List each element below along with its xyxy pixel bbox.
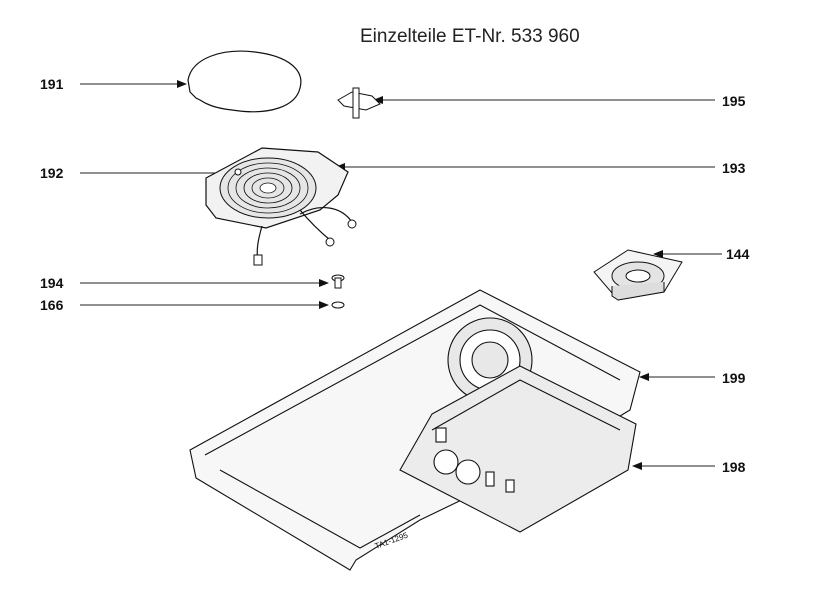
clip-195	[337, 87, 381, 119]
callout-166: 166	[40, 297, 64, 313]
washer-166	[331, 301, 345, 309]
fan-144	[593, 249, 683, 301]
seal-ring-191	[187, 50, 302, 113]
callout-144: 144	[726, 246, 750, 262]
callout-195: 195	[722, 93, 746, 109]
diagram-title: Einzelteile ET-Nr. 533 960	[360, 26, 580, 47]
screw-194	[331, 274, 345, 289]
pcb-198	[399, 365, 637, 533]
callout-192: 192	[40, 165, 64, 181]
callout-193: 193	[722, 160, 746, 176]
callout-191: 191	[40, 76, 64, 92]
induction-coil-193	[205, 147, 357, 266]
callout-198: 198	[722, 459, 746, 475]
callout-194: 194	[40, 275, 64, 291]
callout-199: 199	[722, 370, 746, 386]
